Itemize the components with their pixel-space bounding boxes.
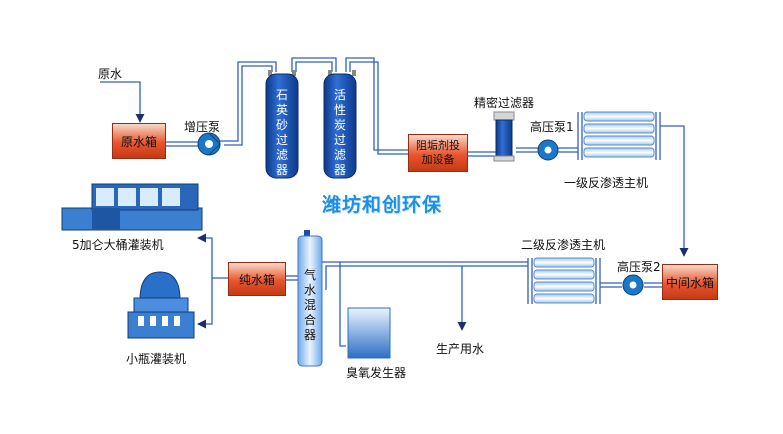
pipe-ro1-intermediate — [660, 125, 689, 257]
ro-stage-2-membranes — [533, 257, 595, 304]
ro-stage-1-membranes — [583, 111, 655, 158]
intermediate-tank: 中间水箱 — [662, 264, 718, 300]
carbon-filter-label: 活性炭过滤器 — [333, 88, 346, 177]
bottle-filler-label: 小瓶灌装机 — [126, 352, 187, 366]
hp-pump-1-label: 高压泵1 — [530, 120, 574, 134]
ro-stage-2-label: 二级反渗透主机 — [521, 238, 606, 252]
quartz-filter-label: 石英砂过滤器 — [275, 88, 288, 177]
hp-pump-1-icon — [537, 139, 559, 161]
quartz-filter-vessel — [265, 70, 299, 179]
ozone-generator-icon — [347, 307, 391, 359]
pipe-pump-quartz — [220, 61, 277, 142]
raw-water-label: 原水 — [98, 67, 123, 81]
hp-pump-2-icon — [622, 274, 644, 296]
gas-water-mixer-vessel — [297, 230, 323, 367]
production-water-label: 生产用水 — [436, 342, 485, 356]
hp-pump-2-label: 高压泵2 — [617, 260, 661, 274]
precision-filter-icon — [493, 111, 515, 162]
pipe-raw-inlet — [100, 81, 145, 123]
carbon-filter-vessel — [323, 70, 357, 179]
raw-water-tank: 原水箱 — [112, 123, 166, 159]
pipe-quartz-carbon — [291, 57, 337, 72]
bottle-filler-machine — [127, 271, 195, 339]
brand-watermark: 潍坊和创环保 — [322, 194, 443, 216]
precision-filter-label: 精密过滤器 — [474, 96, 535, 110]
pipe-ozone-mixer — [339, 262, 346, 347]
pure-water-tank: 纯水箱 — [228, 262, 286, 296]
barrel-filler-machine — [61, 183, 203, 231]
gas-water-mixer-label: 气水混合器 — [303, 268, 316, 342]
pipe-carbon-antiscalant — [345, 57, 408, 151]
booster-pump-icon — [197, 132, 221, 156]
antiscalant-dosing-box: 阻垢剂投加设备 — [408, 134, 468, 172]
ozone-generator-label: 臭氧发生器 — [346, 366, 407, 380]
barrel-filler-label: 5加仑大桶灌装机 — [72, 238, 164, 252]
pipe-purewater-fillers — [197, 233, 228, 279]
pipes — [100, 57, 689, 347]
ro-stage-1-label: 一级反渗透主机 — [564, 176, 649, 190]
booster-pump-label: 增压泵 — [184, 120, 221, 134]
